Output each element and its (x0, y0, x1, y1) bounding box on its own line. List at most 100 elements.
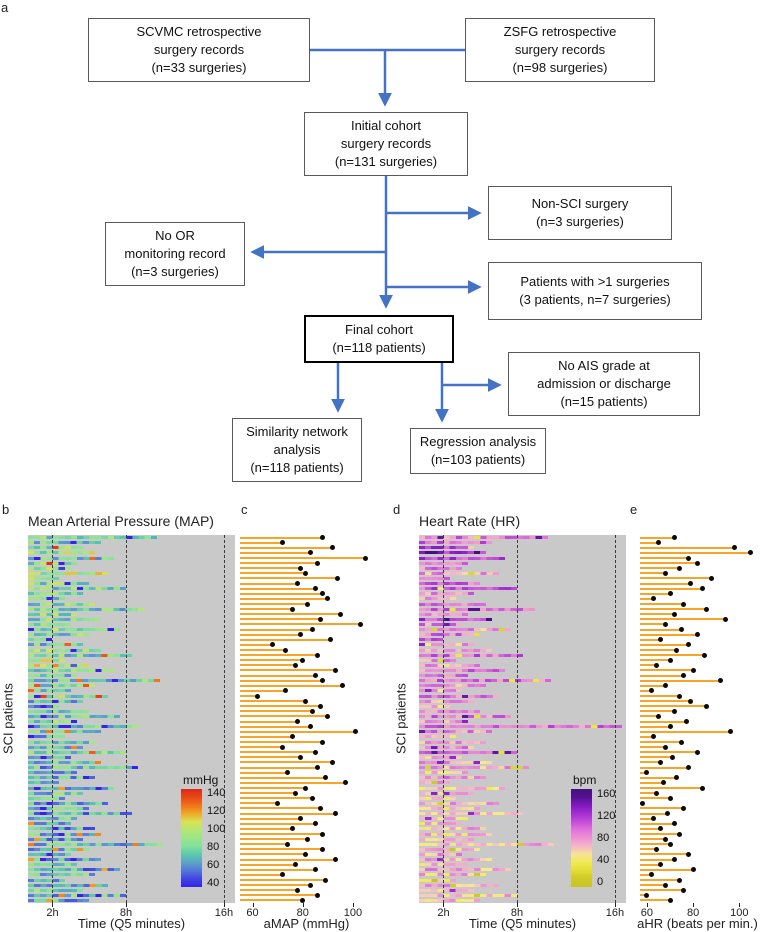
lollipop-dot (342, 780, 348, 786)
lollipop-stick (640, 643, 689, 646)
heatmap-row (419, 551, 487, 555)
lollipop-dot (718, 678, 724, 684)
axis-tick (302, 903, 304, 907)
lollipop-dot (662, 882, 668, 888)
heatmap-row (28, 709, 90, 713)
lollipop-stick (240, 802, 278, 805)
lollipop-dot (295, 581, 301, 587)
hr-heatmap-plot (419, 535, 626, 903)
lollipop-stick (640, 781, 664, 784)
lollipop-stick (240, 873, 283, 876)
lollipop-dot (667, 795, 673, 801)
axis-tick-label: 8h (119, 907, 133, 919)
heatmap-row (419, 633, 481, 637)
lollipop-stick (240, 889, 298, 892)
node-no-ais-grade: No AIS grade at admission or discharge (… (508, 352, 700, 416)
heatmap-row (419, 766, 530, 770)
lollipop-stick (640, 659, 671, 662)
hr-legend-colorbar (571, 789, 592, 887)
lollipop-stick (640, 879, 680, 881)
legend-tick-label: 100 (207, 823, 226, 836)
lollipop-stick (640, 679, 721, 682)
lollipop-dot (330, 759, 336, 765)
lollipop-stick (640, 689, 652, 692)
lollipop-stick (640, 822, 675, 825)
lollipop-stick (240, 592, 323, 595)
heatmap-row (419, 806, 481, 810)
lollipop-stick (240, 879, 326, 881)
lollipop-stick (640, 848, 657, 851)
heatmap-row (28, 786, 114, 790)
axis-tick (252, 903, 254, 907)
lollipop-dot (297, 754, 303, 760)
ahr-xlabel: aHR (beats per min.) (637, 916, 758, 931)
heatmap-row (28, 653, 133, 657)
lollipop-dot (320, 846, 326, 852)
lollipop-stick (240, 700, 306, 703)
lollipop-dot (681, 601, 687, 607)
legend-tick-label: 120 (207, 805, 226, 818)
heatmap-row (419, 745, 475, 749)
lollipop-dot (651, 816, 657, 822)
lollipop-stick (640, 812, 668, 815)
heatmap-row (419, 689, 462, 693)
heatmap-row (419, 796, 456, 800)
lollipop-dot (302, 570, 308, 576)
lollipop-stick (640, 700, 691, 703)
heatmap-row (28, 536, 157, 540)
heatmap-row (28, 832, 102, 836)
lollipop-stick (640, 853, 689, 856)
lollipop-stick (240, 546, 333, 549)
lollipop-stick (240, 725, 311, 728)
heatmap-row (28, 663, 90, 667)
lollipop-stick (640, 761, 661, 764)
lollipop-stick (240, 689, 286, 692)
heatmap-row (419, 812, 524, 816)
lollipop-dot (310, 627, 316, 633)
axis-tick (223, 903, 225, 907)
lollipop-stick (240, 756, 301, 759)
lollipop-dot (658, 637, 664, 643)
heatmap-row (28, 730, 102, 734)
heatmap-row (419, 852, 462, 856)
lollipop-stick (640, 592, 671, 595)
lollipop-dot (662, 836, 668, 842)
lollipop-dot (292, 790, 298, 796)
lollipop-dot (695, 560, 701, 566)
lollipop-dot (307, 724, 313, 730)
lollipop-stick (240, 853, 306, 856)
lollipop-dot (662, 744, 668, 750)
heatmap-row (28, 888, 84, 892)
legend-tick-label: 140 (207, 787, 226, 800)
lollipop-stick (640, 546, 735, 549)
map-legend-title: mmHg (183, 773, 219, 787)
lollipop-stick (240, 781, 346, 784)
lollipop-stick (640, 603, 684, 605)
heatmap-row (419, 898, 481, 902)
legend-tick-label: 160 (597, 788, 616, 801)
axis-tick-label: 60 (640, 907, 654, 919)
heatmap-row (419, 837, 475, 841)
heatmap-row (28, 622, 71, 626)
heatmap-row (28, 898, 90, 902)
lollipop-dot (676, 565, 682, 571)
lollipop-dot (672, 611, 678, 617)
lollipop-stick (640, 567, 680, 570)
panel-label-d: d (393, 502, 401, 517)
heatmap-row (28, 704, 59, 708)
heatmap-row (28, 658, 65, 662)
lollipop-dot (722, 616, 728, 622)
heatmap-row (28, 607, 145, 611)
lollipop-dot (672, 857, 678, 863)
heatmap-row (419, 536, 548, 540)
lollipop-dot (320, 591, 326, 597)
heatmap-row (419, 832, 493, 836)
heatmap-row (28, 806, 90, 810)
heatmap-row (28, 796, 65, 800)
heatmap-row (28, 643, 84, 647)
lollipop-dot (285, 770, 291, 776)
lollipop-stick (240, 638, 331, 641)
lollipop-stick (640, 776, 677, 779)
lollipop-stick (640, 735, 654, 738)
lollipop-dot (320, 678, 326, 684)
